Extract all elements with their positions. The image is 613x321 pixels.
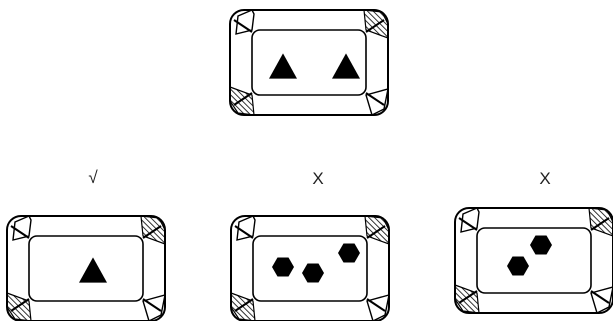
box-frame: [230, 10, 388, 115]
option-1-shapes: [79, 257, 107, 282]
hexagon-shape: [507, 257, 529, 276]
inner-panel: [477, 228, 591, 293]
reference-box: [230, 10, 388, 115]
option-1-box: [7, 216, 165, 321]
box-frame: [455, 208, 613, 313]
triangle-shape: [269, 53, 297, 78]
option-3-shapes: [507, 236, 552, 276]
outer-frame: [455, 208, 613, 313]
option-3-mark: X: [539, 169, 550, 188]
option-2-shapes: [272, 244, 360, 283]
hexagon-shape: [530, 236, 552, 255]
option-2-mark: X: [312, 169, 323, 188]
outer-frame: [230, 10, 388, 115]
triangle-shape: [79, 257, 107, 282]
outer-frame: [7, 216, 165, 321]
reference-shapes: [269, 53, 360, 78]
hexagon-shape: [302, 264, 324, 283]
inner-panel: [29, 236, 143, 301]
hexagon-shape: [272, 258, 294, 277]
triangle-shape: [332, 53, 360, 78]
option-3-box: [455, 208, 613, 313]
hexagon-shape: [338, 244, 360, 263]
box-frame: [7, 216, 165, 321]
option-2-box: [231, 216, 389, 321]
option-1-mark: √: [88, 168, 98, 187]
